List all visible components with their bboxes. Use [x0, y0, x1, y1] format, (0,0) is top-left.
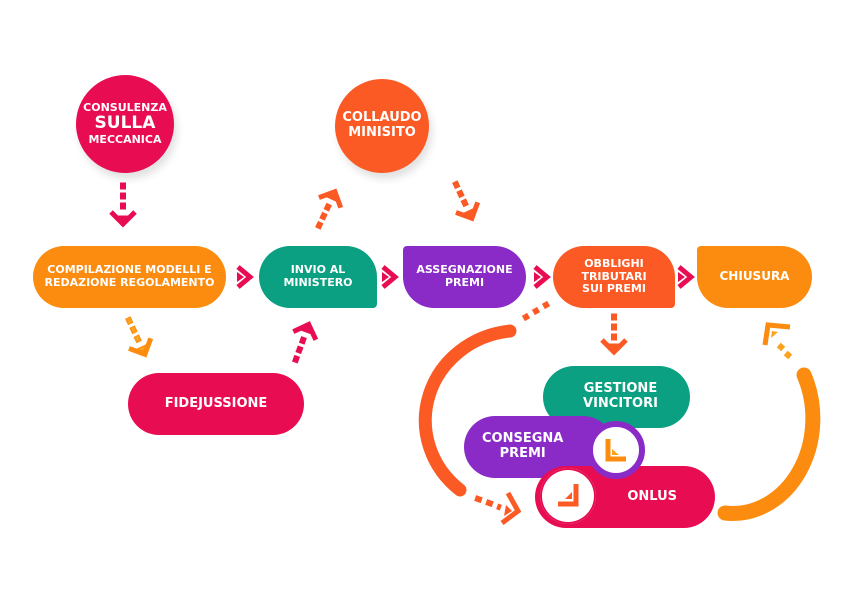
dashed-arrow-down-icon	[602, 313, 626, 352]
dashed-arrow-up-icon	[315, 187, 346, 230]
node-label: ONLUS	[627, 488, 677, 504]
node-compilazione-modelli: COMPILAZIONE MODELLI E REDAZIONE REGOLAM…	[33, 246, 226, 308]
hub-circle	[587, 421, 645, 479]
node-label: INVIO AL	[290, 263, 346, 277]
node-chiusura: CHIUSURA	[697, 246, 812, 308]
chevron-right-icon	[534, 267, 547, 287]
hub-circle	[540, 468, 596, 524]
corner-arrow-icon	[605, 439, 626, 462]
chevron-right-icon	[382, 267, 395, 287]
node-label: ASSEGNAZIONE	[416, 263, 513, 277]
node-label: CONSEGNA	[482, 431, 564, 447]
dashed-arrow-down-icon	[111, 182, 135, 224]
node-label: VINCITORI	[583, 396, 658, 411]
node-label: OBBLIGHI	[584, 257, 644, 271]
node-label: MINISTERO	[283, 276, 353, 289]
node-label: CONSULENZA	[83, 100, 167, 114]
dashed-arrow-up-icon	[284, 320, 320, 364]
dashed-arrow-down-icon	[452, 180, 483, 223]
node-label: FIDEJUSSIONE	[164, 395, 268, 411]
corner-arrow-icon	[558, 484, 579, 507]
arc-arrow-icon	[717, 322, 821, 521]
node-obblighi-tributari: OBBLIGHI TRIBUTARI SUI PREMI	[553, 246, 675, 308]
node-invio-al-ministero: INVIO AL MINISTERO	[259, 246, 377, 308]
node-label: COMPILAZIONE MODELLI E	[47, 263, 212, 277]
node-label: SUI PREMI	[582, 282, 646, 296]
chevron-right-icon	[678, 267, 691, 287]
node-label: PREMI	[444, 276, 485, 289]
dashed-arrow-down-icon	[125, 316, 156, 359]
node-consulenza-sulla-meccanica: CONSULENZA SULLA MECCANICA	[76, 75, 174, 173]
node-label: MINISITO	[348, 125, 416, 140]
node-assegnazione-premi: ASSEGNAZIONE PREMI	[403, 246, 526, 308]
node-label: GESTIONE	[583, 381, 658, 397]
node-fidejussione: FIDEJUSSIONE	[128, 373, 304, 435]
node-label: PREMI	[499, 446, 546, 461]
node-label: SULLA	[94, 113, 156, 134]
node-label: COLLAUDO	[342, 110, 422, 126]
arc-arrow-icon	[418, 300, 551, 525]
node-label: MECCANICA	[88, 132, 162, 146]
chevron-right-icon	[237, 267, 250, 287]
node-label: CHIUSURA	[719, 269, 790, 284]
node-label: TRIBUTARI	[581, 269, 647, 283]
node-label: REDAZIONE REGOLAMENTO	[44, 276, 215, 289]
node-collaudo-minisito: COLLAUDO MINISITO	[335, 79, 429, 173]
